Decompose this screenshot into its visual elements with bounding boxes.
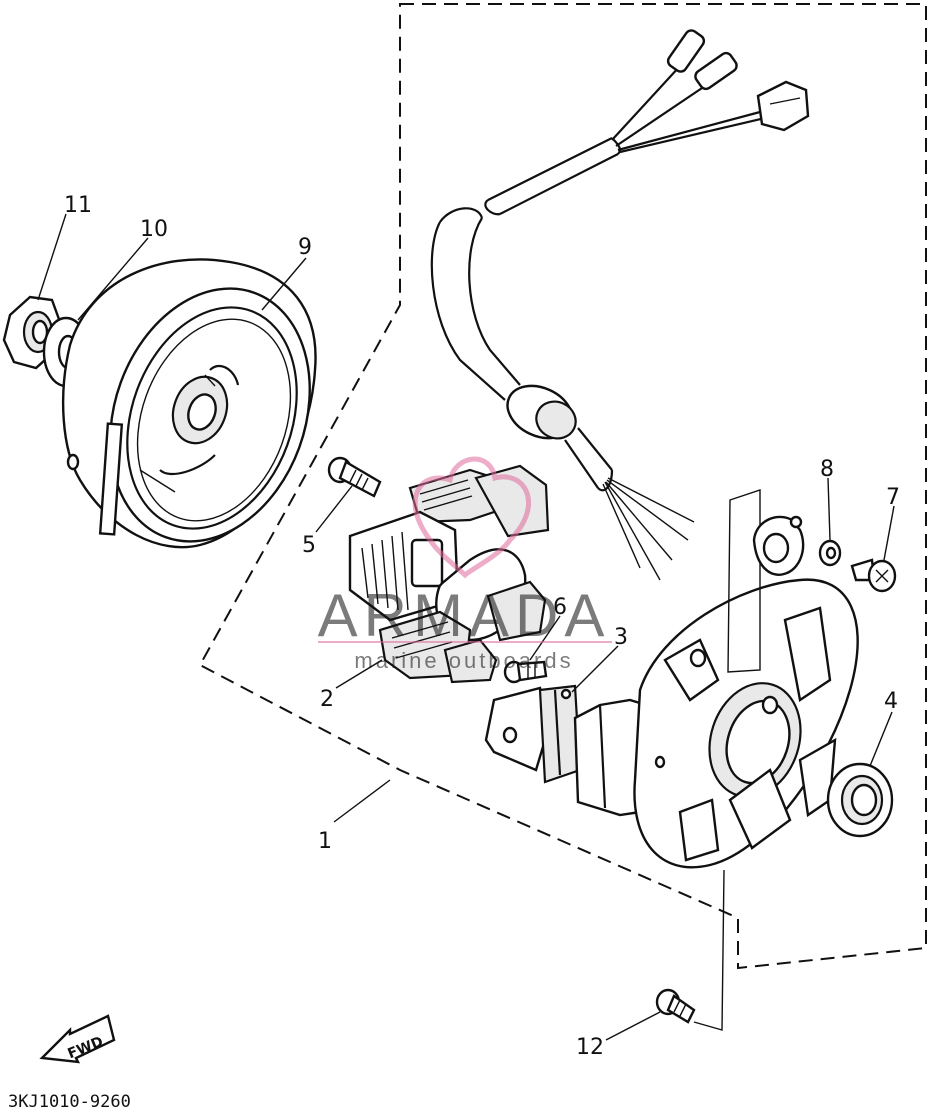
callout-4: 4 bbox=[884, 689, 898, 714]
assembly-boundary bbox=[198, 3, 927, 970]
watermark-brand: ARMADA bbox=[318, 582, 611, 649]
callout-1: 1 bbox=[318, 829, 332, 854]
part-4-oil-seal bbox=[826, 762, 894, 838]
callout-6: 6 bbox=[553, 595, 567, 620]
part-3-pickup-coil bbox=[484, 684, 582, 784]
fwd-direction-arrow: FWD bbox=[39, 1014, 116, 1064]
watermark-tagline: marine outboards bbox=[354, 648, 573, 673]
callout-2: 2 bbox=[320, 687, 334, 712]
watermark-logo bbox=[412, 456, 532, 579]
part-5-screw bbox=[327, 456, 382, 498]
part-8-lock-washer bbox=[818, 539, 842, 567]
callout-5: 5 bbox=[302, 533, 316, 558]
part-7-screw bbox=[850, 558, 897, 593]
leader-lines bbox=[37, 213, 895, 1041]
callout-10: 10 bbox=[140, 217, 168, 242]
part-6-screw bbox=[503, 660, 548, 684]
diagram-code: 3KJ1010-9260 bbox=[8, 1092, 131, 1112]
part-9-flywheel bbox=[61, 258, 317, 549]
callout-11: 11 bbox=[64, 193, 92, 218]
clamp-leader-frame bbox=[727, 489, 761, 673]
callout-7: 7 bbox=[886, 485, 900, 510]
part-12-screw bbox=[655, 988, 696, 1024]
callout-8: 8 bbox=[820, 457, 834, 482]
wire-harness bbox=[430, 29, 810, 581]
callout-3: 3 bbox=[614, 625, 628, 650]
part-clamp bbox=[752, 515, 805, 576]
callout-12: 12 bbox=[576, 1035, 604, 1060]
part-1-stator-base bbox=[573, 578, 859, 869]
callout-9: 9 bbox=[298, 235, 312, 260]
watermark: ARMADA marine outboards bbox=[318, 456, 612, 673]
